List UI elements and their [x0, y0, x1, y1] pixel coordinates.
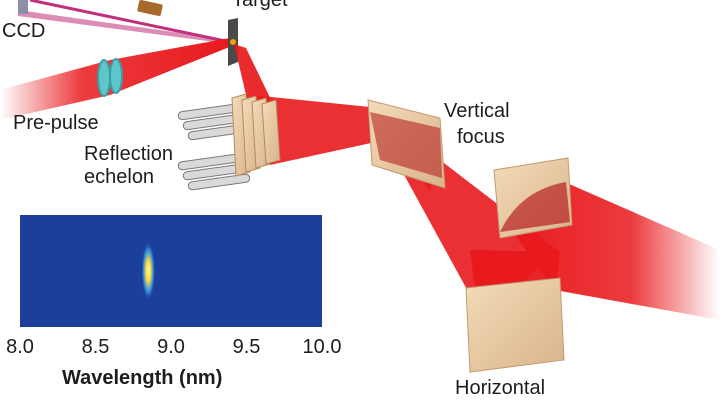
vertical-label: Vertical [444, 100, 510, 122]
reflection-label: Reflection [84, 143, 173, 165]
x-tick-label: 9.5 [232, 336, 261, 358]
prepulse-beam [0, 38, 232, 120]
spectrum-peak [141, 241, 156, 301]
x-tick-label: 10.0 [302, 336, 342, 358]
xray-path [18, 0, 231, 44]
x-tick-label: 8.0 [6, 336, 34, 358]
x-tick-label: 9.0 [157, 336, 185, 358]
horizontal-focus-mirror [465, 277, 565, 373]
vertical-focus-label: focus [457, 126, 505, 148]
lens-icon [109, 58, 123, 94]
reflection-echelon [177, 93, 281, 191]
folding-mirror [493, 157, 573, 239]
spectrum-image [20, 215, 322, 327]
vertical-focus-mirror [367, 99, 446, 189]
lens-icon [97, 59, 111, 97]
x-tick-label: 8.5 [81, 336, 110, 358]
spectrum-background [20, 215, 322, 327]
ccd-label: CCD [2, 20, 46, 42]
x-axis-label: Wavelength (nm) [62, 367, 223, 389]
prepulse-label: Pre-pulse [13, 112, 99, 134]
target-foil [228, 18, 238, 66]
filter-element [137, 0, 163, 16]
echelon-label: echelon [84, 166, 155, 188]
target-label: Target [232, 0, 288, 11]
horizontal-label: Horizontal [455, 377, 546, 399]
ccd-detector [18, 0, 28, 14]
